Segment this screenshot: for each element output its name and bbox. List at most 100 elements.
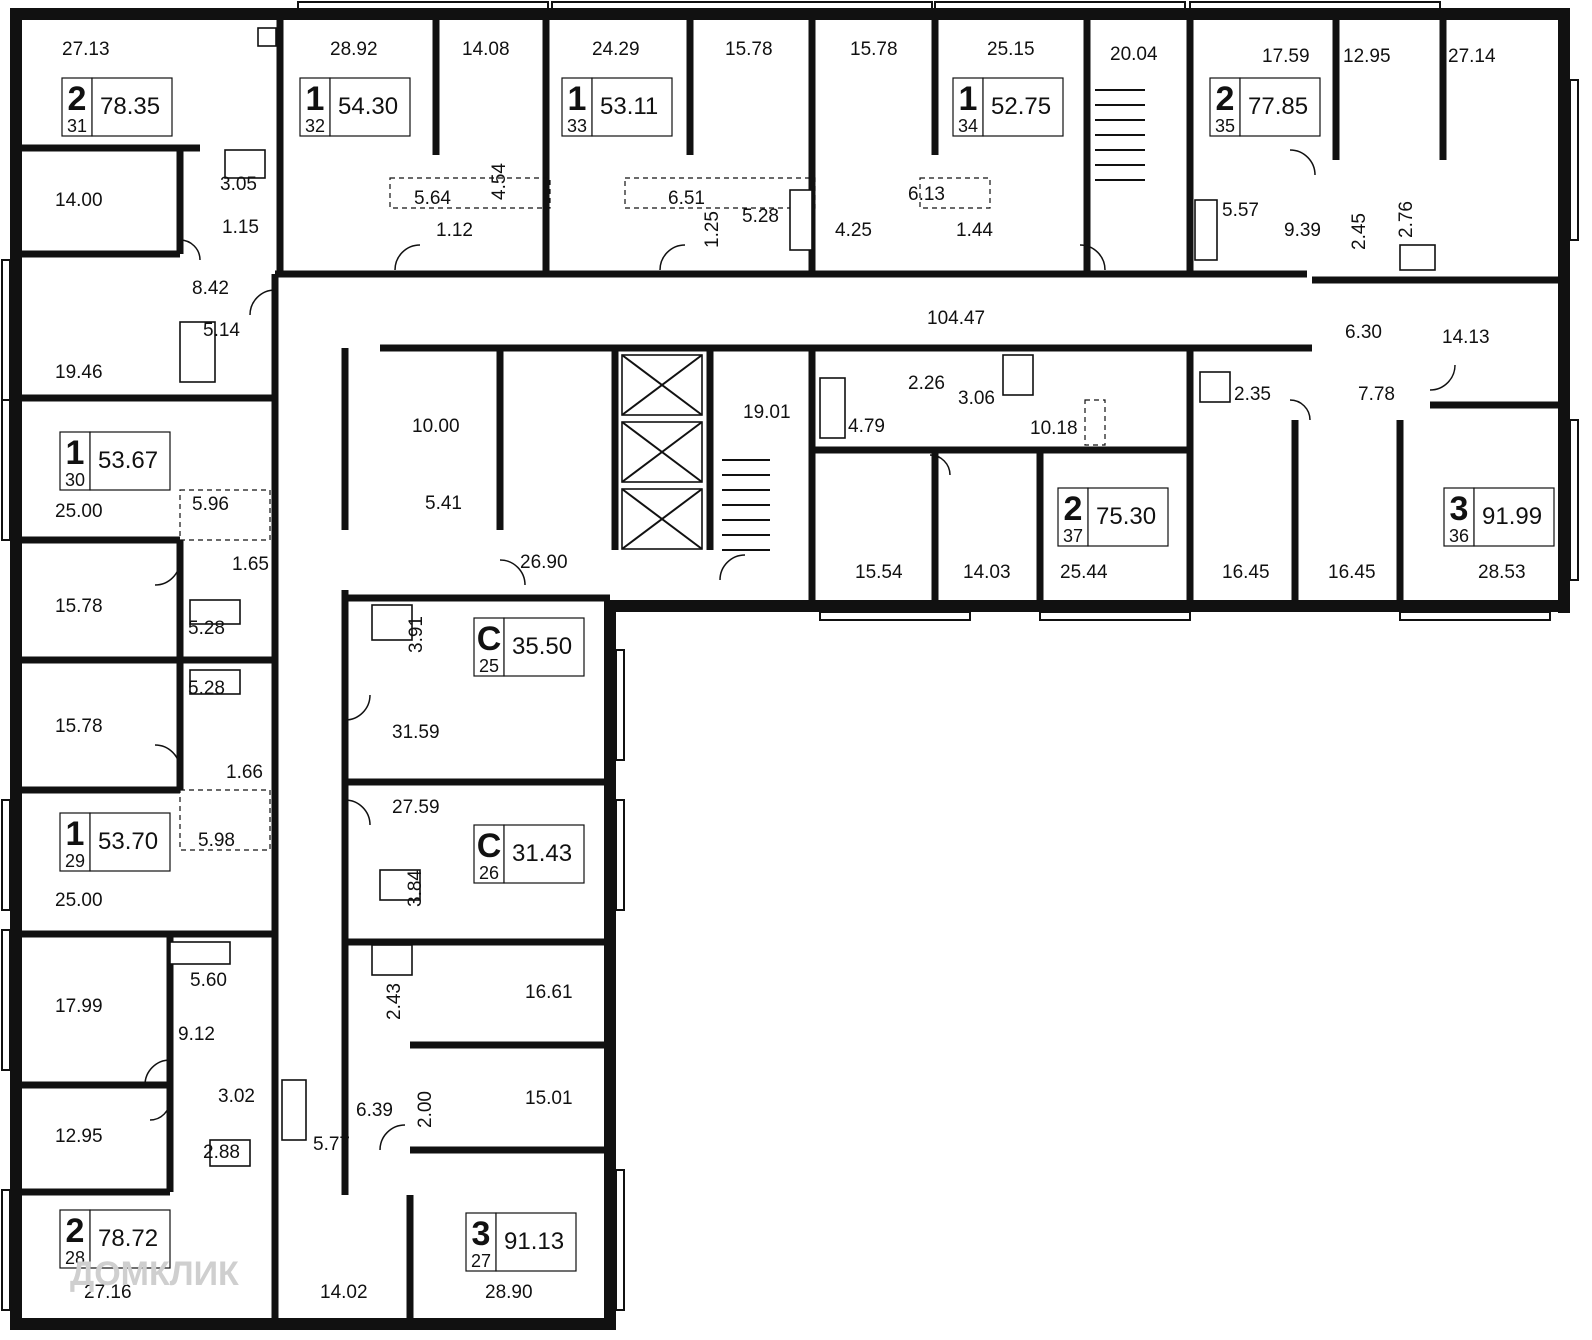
room-area: 20.04 (1110, 44, 1158, 65)
room-area: 24.29 (592, 39, 640, 60)
room-area: 27.13 (62, 39, 110, 60)
apartment-total-area: 53.70 (98, 828, 158, 855)
room-area: 4.54 (489, 163, 510, 200)
room-area: 25.00 (55, 890, 103, 911)
room-area: 28.53 (1478, 562, 1526, 583)
room-area: 2.26 (908, 373, 945, 394)
badge-total-frame (503, 617, 585, 677)
apartment-total-area: 52.75 (991, 93, 1051, 120)
room-area: 25.00 (55, 501, 103, 522)
room-area: 27.16 (84, 1282, 132, 1303)
room-area: 19.46 (55, 362, 103, 383)
badge-total-frame (89, 1209, 171, 1269)
badge-frame (61, 77, 93, 137)
dashed-zones (179, 177, 1106, 851)
badge-frame (1209, 77, 1241, 137)
building-core (621, 89, 1145, 551)
room-area: 6.30 (1345, 322, 1382, 343)
apartment-room-count: 2 (1216, 80, 1235, 118)
room-area: 3.05 (220, 174, 257, 195)
doors (144, 149, 1456, 1151)
apartment-room-count: 3 (1450, 490, 1469, 528)
badge-total-frame (503, 824, 585, 884)
apartment-number: 25 (479, 656, 499, 676)
apartment-number: 27 (471, 1251, 491, 1271)
room-area: 5.96 (192, 494, 229, 515)
room-area: 28.92 (330, 39, 378, 60)
apartment-total-area: 31.43 (512, 840, 572, 867)
interior-walls (14, 12, 1570, 1322)
apartment-badge: С25 35.50 (473, 617, 585, 677)
badge-total-frame (89, 812, 171, 872)
room-area: 5.57 (1222, 200, 1259, 221)
badge-frame (59, 812, 91, 872)
badge-total-frame (495, 1212, 577, 1272)
room-area: 2.43 (384, 983, 405, 1020)
staircase-lower (722, 459, 770, 551)
apartment-total-area: 77.85 (1248, 93, 1308, 120)
apartment-number: 37 (1063, 526, 1083, 546)
room-area: 5.41 (425, 493, 462, 514)
room-area: 1.44 (956, 220, 993, 241)
room-area: 15.78 (850, 39, 898, 60)
room-area: 7.78 (1358, 384, 1395, 405)
room-area: 2.76 (1396, 201, 1417, 238)
room-area: 6.51 (668, 188, 705, 209)
room-area: 5.60 (190, 970, 227, 991)
room-area: 25.44 (1060, 562, 1108, 583)
apartment-room-count: 2 (68, 80, 87, 118)
room-area: 1.66 (226, 762, 263, 783)
room-area: 15.54 (855, 562, 903, 583)
badge-total-frame (982, 77, 1064, 137)
apartment-total-area: 78.72 (98, 1225, 158, 1252)
room-area: 15.78 (55, 716, 103, 737)
room-area: 14.13 (1442, 327, 1490, 348)
room-area: 5.28 (742, 206, 779, 227)
room-area: 3.91 (406, 616, 427, 653)
badge-total-frame (1087, 487, 1169, 547)
apartment-total-area: 75.30 (1096, 503, 1156, 530)
room-area: 17.59 (1262, 46, 1310, 67)
room-area: 6.39 (356, 1100, 393, 1121)
apartment-number: 35 (1215, 116, 1235, 136)
room-area: 27.14 (1448, 46, 1496, 67)
apartment-number: 36 (1449, 526, 1469, 546)
badge-total-frame (329, 77, 411, 137)
room-area: 15.78 (55, 596, 103, 617)
badge-total-frame (1239, 77, 1321, 137)
room-area: 14.02 (320, 1282, 368, 1303)
room-area: 1.65 (232, 554, 269, 575)
apartment-number: 34 (958, 116, 978, 136)
room-area: 2.45 (1349, 213, 1370, 250)
room-area: 2.35 (1234, 384, 1271, 405)
room-area: 14.00 (55, 190, 103, 211)
room-area: 15.01 (525, 1088, 573, 1109)
room-area: 28.90 (485, 1282, 533, 1303)
apartment-number: 31 (67, 116, 87, 136)
badge-total-frame (89, 431, 171, 491)
room-area: 3.02 (218, 1086, 255, 1107)
room-area: 5.64 (414, 188, 451, 209)
badge-frame (59, 431, 91, 491)
room-area: 17.99 (55, 996, 103, 1017)
watermark-text: ДОМКЛИК (70, 1255, 239, 1293)
room-area: 5.98 (198, 830, 235, 851)
room-area: 15.78 (725, 39, 773, 60)
room-area: 5.77 (313, 1134, 350, 1155)
apartment-room-count: С (477, 620, 502, 658)
apartment-room-count: 1 (568, 80, 587, 118)
badge-frame (473, 617, 505, 677)
room-area: 1.25 (702, 211, 723, 248)
apartment-total-area: 53.67 (98, 447, 158, 474)
apartment-total-area: 35.50 (512, 633, 572, 660)
apartment-room-count: 1 (306, 80, 325, 118)
